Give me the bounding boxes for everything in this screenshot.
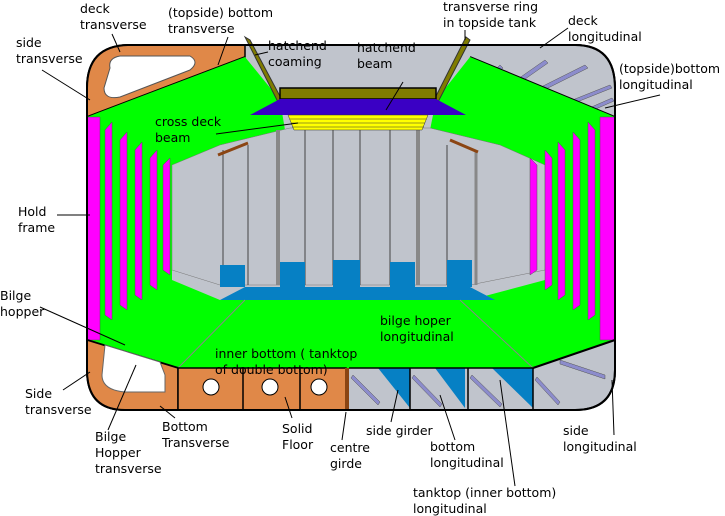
floor-hole [261, 378, 279, 396]
bilge-lightening-hole [101, 344, 166, 393]
cross-deck-beam-flanges [290, 118, 426, 128]
side-girder-blue [378, 368, 533, 408]
hatchend-beam [250, 99, 466, 115]
bottom-longitudinals [350, 359, 606, 408]
floor-hole [202, 378, 220, 396]
floor-hole [310, 378, 328, 396]
hatchend-coaming-top [279, 87, 437, 100]
hold-vertical-stiffeners [222, 130, 478, 285]
hopper-edge-right [459, 299, 534, 369]
topside-lightening-hole [103, 55, 196, 99]
double-bottom-dividers [349, 367, 534, 410]
hull-outline-stroke [86, 44, 616, 411]
hopper-edge-left [177, 299, 246, 369]
transverse-web-green [87, 57, 615, 368]
label-tanktop-longitudinal: tanktop (inner bottom)longitudinal [413, 485, 556, 516]
hold-brackets-brown [217, 138, 479, 157]
label-side-girder: side girder [366, 423, 434, 438]
cross-deck-beam [287, 114, 429, 131]
tank-top-blue [220, 260, 495, 300]
centre-girder [345, 368, 349, 410]
hold-frames-left [86, 116, 171, 341]
leader-lines [39, 27, 661, 487]
hold-frames-right [529, 116, 616, 341]
bilge-slope-right [532, 339, 616, 369]
